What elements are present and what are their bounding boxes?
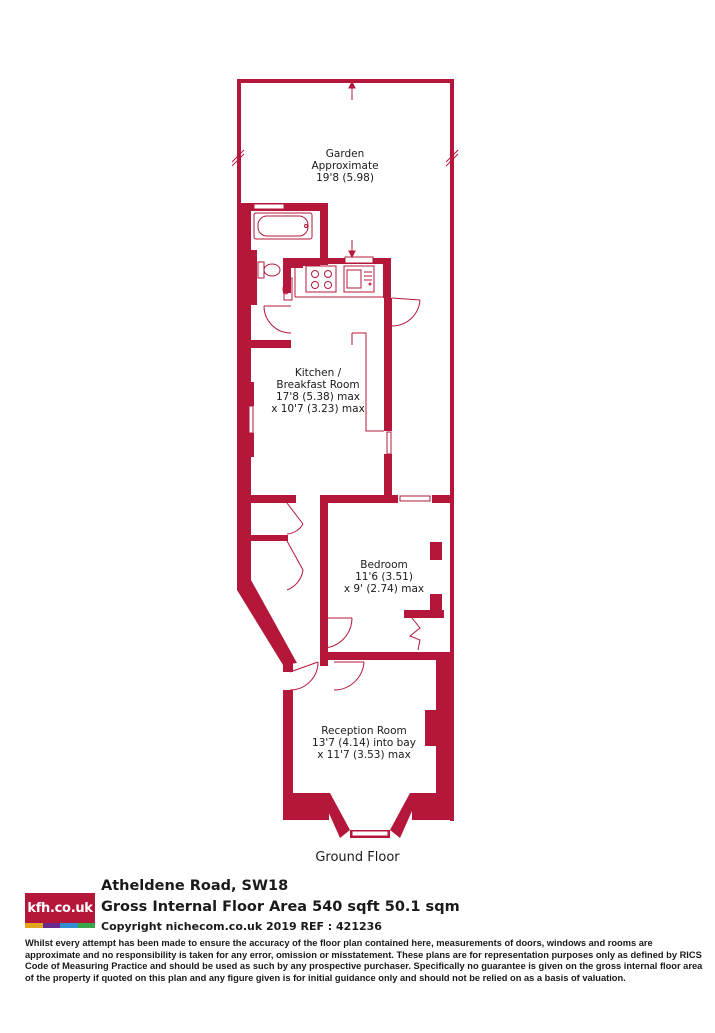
bath-icon bbox=[253, 212, 313, 240]
property-address: Atheldene Road, SW18 bbox=[101, 878, 289, 894]
logo-stripes bbox=[25, 923, 95, 928]
garden-name: Garden bbox=[326, 148, 364, 160]
basin-icon bbox=[283, 277, 293, 301]
reception-size2: x 11'7 (3.53) max bbox=[317, 749, 411, 761]
reception-size1: 13'7 (4.14) into bay bbox=[312, 737, 416, 749]
kitchen-size2: x 10'7 (3.23) max bbox=[271, 403, 365, 415]
fixtures bbox=[253, 212, 384, 432]
doors bbox=[263, 297, 421, 691]
garden-line2: Approximate bbox=[311, 160, 378, 172]
copyright: Copyright nichecom.co.uk 2019 REF : 4212… bbox=[101, 920, 382, 933]
kfh-logo: kfh.co.uk bbox=[25, 893, 95, 929]
disclaimer: Whilst every attempt has been made to en… bbox=[25, 938, 703, 983]
kitchen-size1: 17'8 (5.38) max bbox=[276, 391, 360, 403]
kitchen-name: Kitchen / bbox=[295, 367, 342, 379]
kitchen-line2: Breakfast Room bbox=[276, 379, 359, 391]
logo-text: kfh.co.uk bbox=[25, 893, 95, 923]
markers bbox=[231, 80, 459, 259]
hob-icon bbox=[305, 265, 337, 293]
floor-label: Ground Floor bbox=[315, 850, 400, 865]
bedroom-size1: 11'6 (3.51) bbox=[355, 571, 413, 583]
bedroom-size2: x 9' (2.74) max bbox=[344, 583, 424, 595]
reception-name: Reception Room bbox=[321, 725, 407, 737]
sink-icon bbox=[343, 265, 375, 293]
garden-size: 19'8 (5.98) bbox=[316, 172, 374, 184]
toilet-icon bbox=[257, 261, 265, 279]
walls bbox=[237, 79, 454, 838]
floor-plan: Garden Approximate 19'8 (5.98) Kitchen /… bbox=[231, 79, 459, 838]
floor-area: Gross Internal Floor Area 540 sqft 50.1 … bbox=[101, 899, 460, 915]
windows bbox=[248, 203, 431, 837]
bedroom-name: Bedroom bbox=[360, 559, 408, 571]
